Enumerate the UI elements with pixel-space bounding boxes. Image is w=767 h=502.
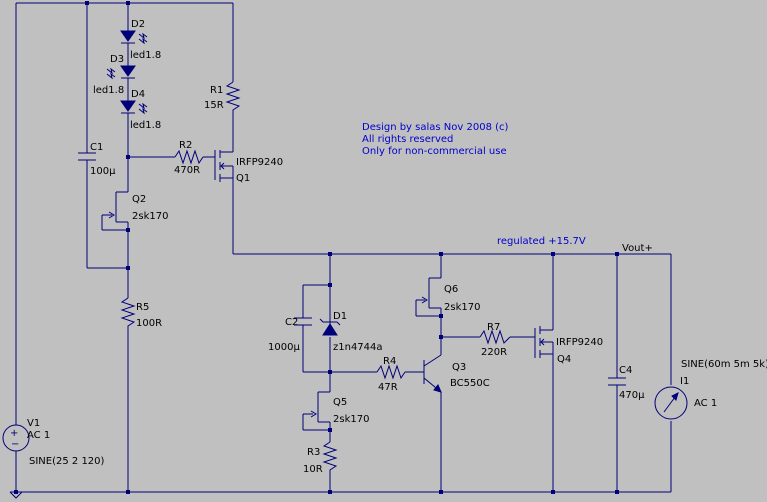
resistor-r7 <box>479 329 511 345</box>
r2-value: 470R <box>174 165 200 176</box>
c2-value: 1000µ <box>268 342 300 353</box>
r5-value: 100R <box>136 318 162 329</box>
q2-ref: Q2 <box>132 194 146 205</box>
q1-value: IRFP9240 <box>236 157 283 168</box>
d1-value: z1n4744a <box>333 342 383 353</box>
q2-value: 2sk170 <box>132 211 168 222</box>
q3-ref: Q3 <box>452 362 466 373</box>
q1-ref: Q1 <box>236 173 250 184</box>
i1-value: AC 1 <box>694 398 717 409</box>
design-notes: Design by salas Nov 2008 (c) All rights … <box>362 122 509 157</box>
capacitor-c4 <box>608 377 626 386</box>
regulated-net-label: regulated +15.7V <box>497 236 586 247</box>
zener-d1 <box>319 318 341 336</box>
r3-value: 10R <box>303 464 323 475</box>
capacitor-c1 <box>78 152 96 161</box>
d3-ref: D3 <box>110 54 124 65</box>
mosfet-q4 <box>534 326 554 362</box>
vout-net-label: Vout+ <box>622 243 653 254</box>
resistor-r1 <box>225 81 241 113</box>
v1-value: AC 1 <box>27 430 50 441</box>
led-d3 <box>106 65 136 80</box>
r4-ref: R4 <box>383 356 396 367</box>
resistor-r5 <box>120 297 136 332</box>
mosfet-q1 <box>214 150 234 190</box>
wires <box>15 2 672 493</box>
d2-value: led1.8 <box>130 50 161 61</box>
c4-ref: C4 <box>619 365 632 376</box>
c1-value: 100µ <box>90 166 116 177</box>
c1-ref: C1 <box>90 142 103 153</box>
q6-value: 2sk170 <box>444 302 480 313</box>
voltage-source-v1: + − <box>2 424 30 452</box>
q5-value: 2sk170 <box>333 414 369 425</box>
r7-ref: R7 <box>487 322 500 333</box>
q4-ref: Q4 <box>557 354 571 365</box>
q4-value: IRFP9240 <box>556 337 603 348</box>
led-d4 <box>120 100 148 115</box>
bjt-q3 <box>423 354 442 393</box>
resistor-r4 <box>376 364 406 380</box>
r1-ref: R1 <box>210 85 223 96</box>
jfet-q6 <box>421 278 430 308</box>
r2-ref: R2 <box>179 140 192 151</box>
current-source-i1 <box>654 386 688 420</box>
svg-text:+: + <box>10 428 18 439</box>
component-labels: D2 led1.8 D3 led1.8 D4 led1.8 R1 15R C1 … <box>27 19 767 475</box>
d2-ref: D2 <box>131 19 145 30</box>
d4-value: led1.8 <box>130 120 161 131</box>
r1-value: 15R <box>204 100 224 111</box>
r4-value: 47R <box>378 382 398 393</box>
q5-ref: Q5 <box>333 397 347 408</box>
r7-value: 220R <box>481 347 507 358</box>
led-d2 <box>120 30 148 45</box>
v1-source: SINE(25 2 120) <box>29 456 105 467</box>
resistor-r3 <box>322 441 338 474</box>
junction-dots <box>14 1 619 494</box>
q3-value: BC550C <box>450 378 490 389</box>
resistor-r2 <box>174 149 204 165</box>
c4-value: 470µ <box>619 390 645 401</box>
ground-symbol <box>9 491 24 499</box>
d3-value: led1.8 <box>93 85 124 96</box>
note-line-2: All rights reserved <box>362 134 453 145</box>
r3-ref: R3 <box>307 447 320 458</box>
jfet-q5 <box>310 392 319 422</box>
d4-ref: D4 <box>131 89 145 100</box>
c2-ref: C2 <box>285 317 298 328</box>
capacitor-c2 <box>294 317 312 326</box>
d1-ref: D1 <box>333 311 347 322</box>
note-line-3: Only for non-commercial use <box>362 146 507 157</box>
svg-text:−: − <box>11 439 19 450</box>
q6-ref: Q6 <box>444 284 458 295</box>
jfet-q2 <box>108 192 117 222</box>
r5-ref: R5 <box>136 302 149 313</box>
i1-ref: I1 <box>680 376 689 387</box>
v1-ref: V1 <box>27 418 40 429</box>
net-labels: regulated +15.7V Vout+ <box>497 236 653 254</box>
note-line-1: Design by salas Nov 2008 (c) <box>362 122 509 133</box>
i1-source: SINE(60m 5m 5k) <box>681 359 767 370</box>
